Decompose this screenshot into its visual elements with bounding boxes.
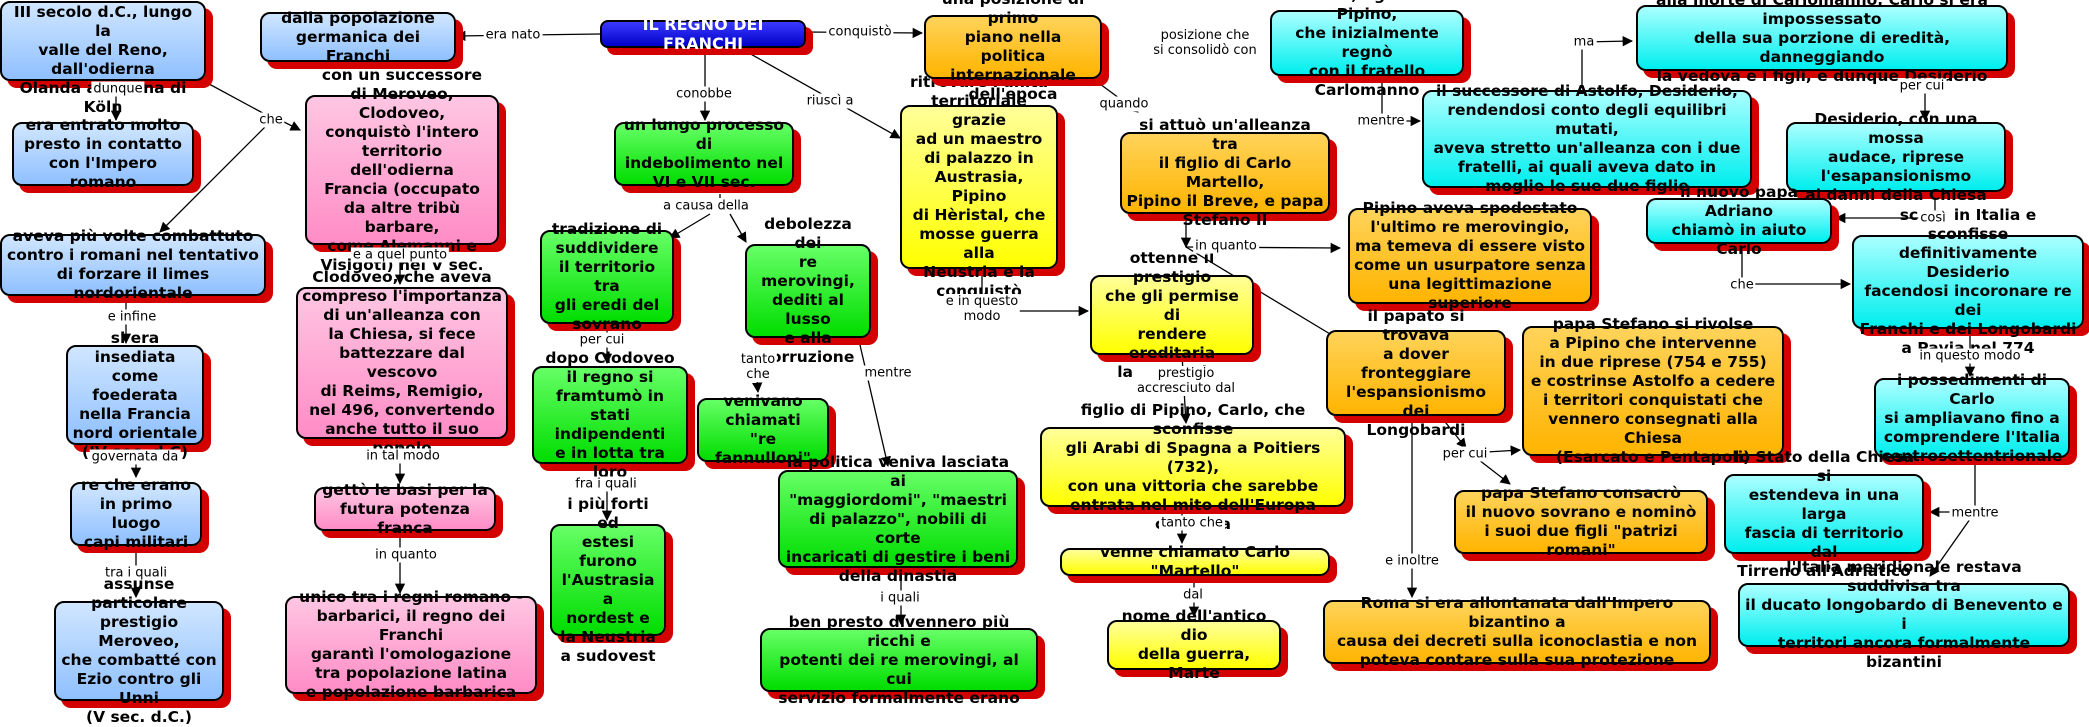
node-spodestato[interactable]: Pipino aveva spodestato l'ultimo re mero… — [1348, 199, 1592, 312]
label-e-in-questo-modo-1: e in questo modo — [943, 294, 1021, 324]
node-possedimenti[interactable]: i possedimenti di Carlo si ampliavano fi… — [1874, 371, 2070, 465]
label-tra-i-quali: tra i quali — [103, 565, 169, 581]
label-conquisto: conquistò — [826, 24, 894, 40]
node-successore[interactable]: con un successore di Meroveo, Clodoveo, … — [305, 66, 499, 274]
label-e-inoltre: e inoltre — [1383, 553, 1441, 569]
node-consacro[interactable]: papa Stefano consacrò il nuovo sovrano e… — [1454, 484, 1708, 559]
node-insediata[interactable]: si era insediata come foederata nella Fr… — [66, 329, 204, 461]
label-e-infine: e infine — [105, 309, 159, 325]
label-governata-da: governata da — [89, 449, 181, 465]
node-contatto[interactable]: era entrato molto presto in contatto con… — [12, 116, 194, 191]
node-meridionale[interactable]: l'Italia meridionale restava suddivisa t… — [1738, 558, 2070, 671]
node-desiderio-succ[interactable]: il successore di Astolfo, Desiderio, ren… — [1422, 82, 1752, 195]
node-maggiordomi[interactable]: la politica veniva lasciata ai "maggiord… — [778, 453, 1018, 585]
node-prestigio[interactable]: ottenne il prestigio che gli permise di … — [1090, 249, 1254, 381]
label-mentre-1: mentre — [862, 365, 914, 381]
label-tanto-che-2: tanto che — [1159, 515, 1225, 531]
node-forti[interactable]: i più forti ed estesi furono l'Austrasia… — [550, 495, 666, 665]
label-in-tal-modo: in tal modo — [364, 448, 442, 464]
node-unico[interactable]: unico tra i regni romano - barbarici, il… — [285, 588, 537, 701]
label-dal: dal — [1181, 587, 1205, 603]
node-germanica[interactable]: dalla popolazione germanica dei Franchi — [260, 9, 456, 65]
node-stato-chiesa[interactable]: lo Stato della Chiesa si estendeva in un… — [1724, 448, 1924, 580]
node-morte[interactable]: alla morte di Carlomanno, Carlo si era i… — [1636, 0, 2008, 85]
node-roma[interactable]: Roma si era allontanata dall'Impero biza… — [1323, 594, 1711, 669]
label-a-causa-della: a causa della — [661, 198, 751, 214]
node-tradizione[interactable]: tradizione di suddividere il territorio … — [540, 220, 674, 333]
label-mentre-3: mentre — [1949, 505, 2001, 521]
node-capi[interactable]: re che erano in primo luogo capi militar… — [70, 476, 202, 551]
label-in-quanto-1: in quanto — [373, 547, 439, 563]
label-e-a-quel-punto: e a quel punto — [350, 247, 450, 263]
label-posizione: posizione che si consolidò con — [1151, 28, 1259, 58]
node-poitiers[interactable]: figlio di Pipino, Carlo, che sconfisse g… — [1040, 401, 1346, 533]
label-era-nato: era nato — [483, 27, 543, 43]
label-per-cui-1: per cui — [577, 332, 627, 348]
label-tanto-che-1: tanto che — [738, 352, 778, 382]
node-primo-piano[interactable]: una posizione di primo piano nella polit… — [924, 0, 1102, 103]
label-in-questo-modo-2: in questo modo — [1917, 348, 2023, 364]
label-in-quanto-2: in quanto — [1193, 238, 1259, 254]
node-desiderio-mossa[interactable]: Desiderio, con una mossa audace, riprese… — [1786, 110, 2006, 204]
node-ricchi[interactable]: ben presto divennero più ricchi e potent… — [760, 613, 1038, 707]
label-per-cui-3: per cui — [1897, 78, 1947, 94]
node-indebolimento[interactable]: un lungo processo di indebolimento nel V… — [614, 116, 794, 191]
label-che-1: che — [257, 112, 285, 128]
node-pavia[interactable]: scese in Italia e sconfisse definitivame… — [1852, 206, 2084, 357]
label-riusci-a: riuscì a — [804, 93, 856, 109]
label-quando: quando — [1097, 96, 1151, 112]
label-dunque: dunque — [91, 81, 145, 97]
node-meroveo[interactable]: assunse particolare prestigio Meroveo, c… — [54, 575, 224, 726]
node-adriano[interactable]: il nuovo papa Adriano chiamò in aiuto Ca… — [1646, 183, 1832, 258]
label-prestigio-accresciuto: prestigio accresciuto dal — [1134, 366, 1238, 396]
node-carlo[interactable]: Carlo, figlio di Pipino, che inizialment… — [1270, 0, 1464, 99]
label-cosi: così — [1918, 210, 1948, 226]
label-mentre-2: mentre — [1355, 113, 1407, 129]
node-combattuto[interactable]: aveva più volte combattuto contro i roma… — [0, 227, 266, 302]
label-che-2: che — [1728, 277, 1756, 293]
label-i-quali: i quali — [878, 590, 922, 606]
node-papato[interactable]: il papato si trovava a dover fronteggiar… — [1326, 307, 1506, 439]
node-clodoveo[interactable]: Clodoveo, che aveva compreso l'importanz… — [296, 268, 508, 457]
label-fra-i-quali: fra i quali — [573, 476, 639, 492]
label-conobbe: conobbe — [674, 86, 734, 102]
label-ma: ma — [1571, 34, 1597, 50]
node-dio[interactable]: nome dell'antico dio della guerra, Marte — [1107, 607, 1281, 682]
node-stanziata[interactable]: era stanziata, intorno al III secolo d.C… — [0, 0, 206, 116]
node-debolezza[interactable]: debolezza dei re merovingi, dediti al lu… — [745, 215, 871, 366]
node-frantumo[interactable]: dopo Clodoveo il regno si framtumò in st… — [532, 349, 688, 481]
label-per-cui-2: per cui — [1440, 446, 1490, 462]
node-stefano[interactable]: papa Stefano si rivolse a Pipino che int… — [1522, 315, 1784, 466]
node-basi[interactable]: gettò le basi per la futura potenza fran… — [314, 481, 496, 537]
node-alleanza[interactable]: si attuò un'alleanza tra il figlio di Ca… — [1120, 116, 1330, 229]
root-node[interactable]: IL REGNO DEI FRANCHI — [600, 15, 806, 53]
node-unita[interactable]: ritrovare l'unità territoriale grazie ad… — [900, 73, 1058, 300]
node-martello[interactable]: venne chiamato Carlo "Martello" — [1060, 543, 1330, 580]
